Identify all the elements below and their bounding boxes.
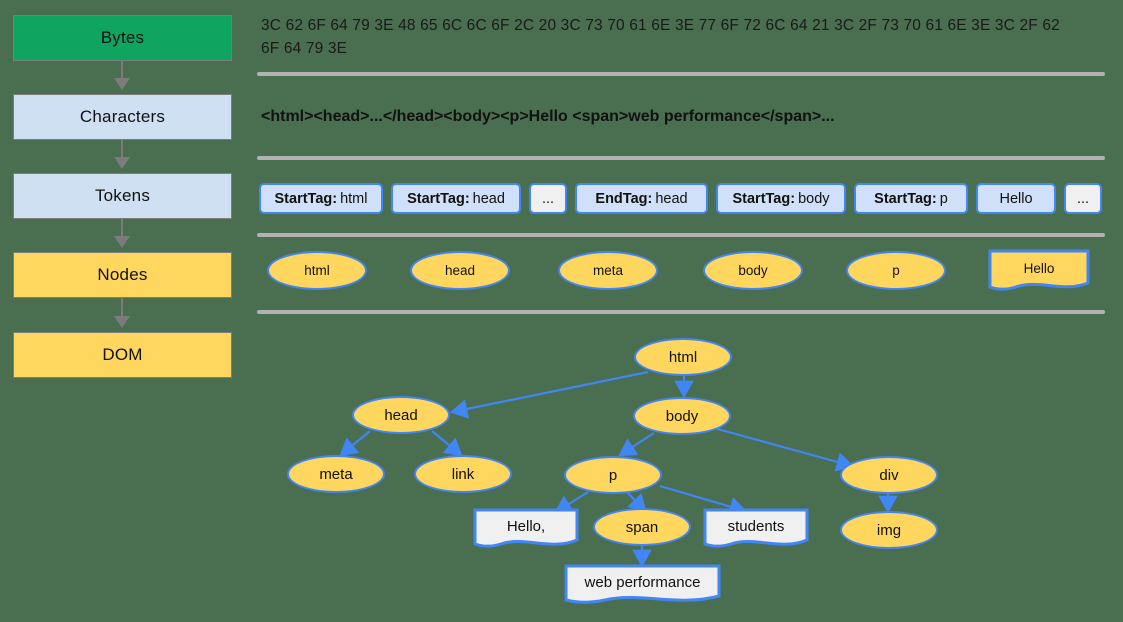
tree-node-label: head — [384, 406, 418, 424]
edge-head-meta — [339, 430, 371, 457]
pipeline-stage-label: DOM — [102, 345, 143, 364]
tree-node-div[interactable]: div — [840, 456, 938, 494]
tree-node-meta[interactable]: meta — [287, 455, 385, 493]
tree-node-html[interactable]: html — [634, 338, 732, 376]
token-kind: StartTag: — [407, 190, 470, 207]
token-value: ... — [1076, 190, 1090, 207]
tree-node-label: div — [879, 466, 899, 484]
node-label: body — [738, 263, 768, 278]
token-value: html — [340, 190, 368, 207]
tree-node-label: web performance — [584, 574, 701, 591]
document-shape-icon — [703, 508, 809, 548]
node-label: head — [444, 263, 476, 278]
tree-node-label: p — [608, 466, 618, 484]
bytes-hex-text: 3C 62 6F 64 79 3E 48 65 6C 6C 6F 2C 20 3… — [261, 17, 1060, 57]
tree-node-link[interactable]: link — [414, 455, 512, 493]
token-value: head — [655, 190, 688, 207]
pipeline-stage-label: Bytes — [100, 28, 145, 47]
token-kind: StartTag: — [732, 190, 796, 207]
token-ellipsis-2[interactable]: ... — [1064, 183, 1102, 214]
pipeline-stage-label: Nodes — [97, 265, 148, 284]
token-ellipsis-1[interactable]: ... — [529, 183, 567, 214]
token-text-hello[interactable]: Hello — [976, 183, 1056, 214]
document-shape-icon — [988, 249, 1090, 291]
node-label: html — [304, 263, 330, 278]
tree-node-p[interactable]: p — [564, 456, 662, 494]
node-label: p — [892, 263, 900, 278]
token-value: p — [939, 190, 948, 207]
token-value: Hello — [999, 190, 1033, 207]
token-kind: StartTag: — [874, 190, 937, 207]
pipeline-stage-dom[interactable]: DOM — [13, 332, 232, 378]
token-kind: StartTag: — [274, 190, 338, 207]
separator-bytes-characters — [257, 72, 1105, 76]
tree-node-label: span — [625, 518, 659, 536]
tree-text-node-web-performance[interactable]: web performance — [564, 564, 721, 606]
token-starttag-body[interactable]: StartTag: body — [716, 183, 846, 214]
node-label: Hello — [1023, 260, 1055, 276]
separator-nodes-dom — [257, 310, 1105, 314]
pipeline-stage-nodes[interactable]: Nodes — [13, 252, 232, 298]
token-value: ... — [541, 190, 555, 207]
tree-node-span[interactable]: span — [593, 508, 691, 546]
tree-node-label: html — [668, 348, 698, 366]
node-text-hello[interactable]: Hello — [988, 249, 1090, 292]
pipeline-stage-bytes[interactable]: Bytes — [13, 15, 232, 61]
tree-node-img[interactable]: img — [840, 511, 938, 549]
edge-body-div — [713, 426, 855, 472]
token-kind: EndTag: — [595, 190, 653, 207]
tree-node-head[interactable]: head — [352, 396, 450, 434]
tree-node-label: Hello, — [506, 518, 546, 535]
pipeline-stage-label: Characters — [79, 107, 166, 126]
token-starttag-p[interactable]: StartTag: p — [854, 183, 968, 214]
edge-body-p — [618, 432, 655, 457]
edge-html-head — [449, 370, 649, 419]
node-body[interactable]: body — [703, 251, 803, 290]
tree-node-label: body — [665, 407, 699, 425]
document-shape-icon — [473, 508, 579, 548]
token-starttag-html[interactable]: StartTag: html — [259, 183, 383, 214]
separator-characters-tokens — [257, 156, 1105, 160]
token-value: body — [798, 190, 830, 207]
document-shape-icon — [564, 564, 721, 604]
pipeline-stage-tokens[interactable]: Tokens — [13, 173, 232, 219]
pipeline-stage-label: Tokens — [94, 186, 151, 205]
tree-node-label: link — [451, 465, 475, 483]
tree-node-body[interactable]: body — [633, 397, 731, 435]
token-endtag-head[interactable]: EndTag: head — [575, 183, 708, 214]
node-p[interactable]: p — [846, 251, 946, 290]
node-label: meta — [592, 263, 623, 278]
edge-head-link — [431, 430, 463, 457]
token-starttag-head[interactable]: StartTag: head — [391, 183, 521, 214]
tree-node-label: students — [727, 518, 785, 535]
tree-node-label: meta — [319, 465, 353, 483]
pipeline-stage-characters[interactable]: Characters — [13, 94, 232, 140]
characters-markup-text: <html><head>...</head><body><p>Hello <sp… — [261, 108, 835, 125]
token-value: head — [472, 190, 505, 207]
tree-text-node-hello[interactable]: Hello, — [473, 508, 579, 550]
node-meta[interactable]: meta — [558, 251, 658, 290]
node-html[interactable]: html — [267, 251, 367, 290]
separator-tokens-nodes — [257, 233, 1105, 237]
node-head[interactable]: head — [410, 251, 510, 290]
tree-node-label: img — [876, 521, 902, 539]
tree-text-node-students[interactable]: students — [703, 508, 809, 550]
